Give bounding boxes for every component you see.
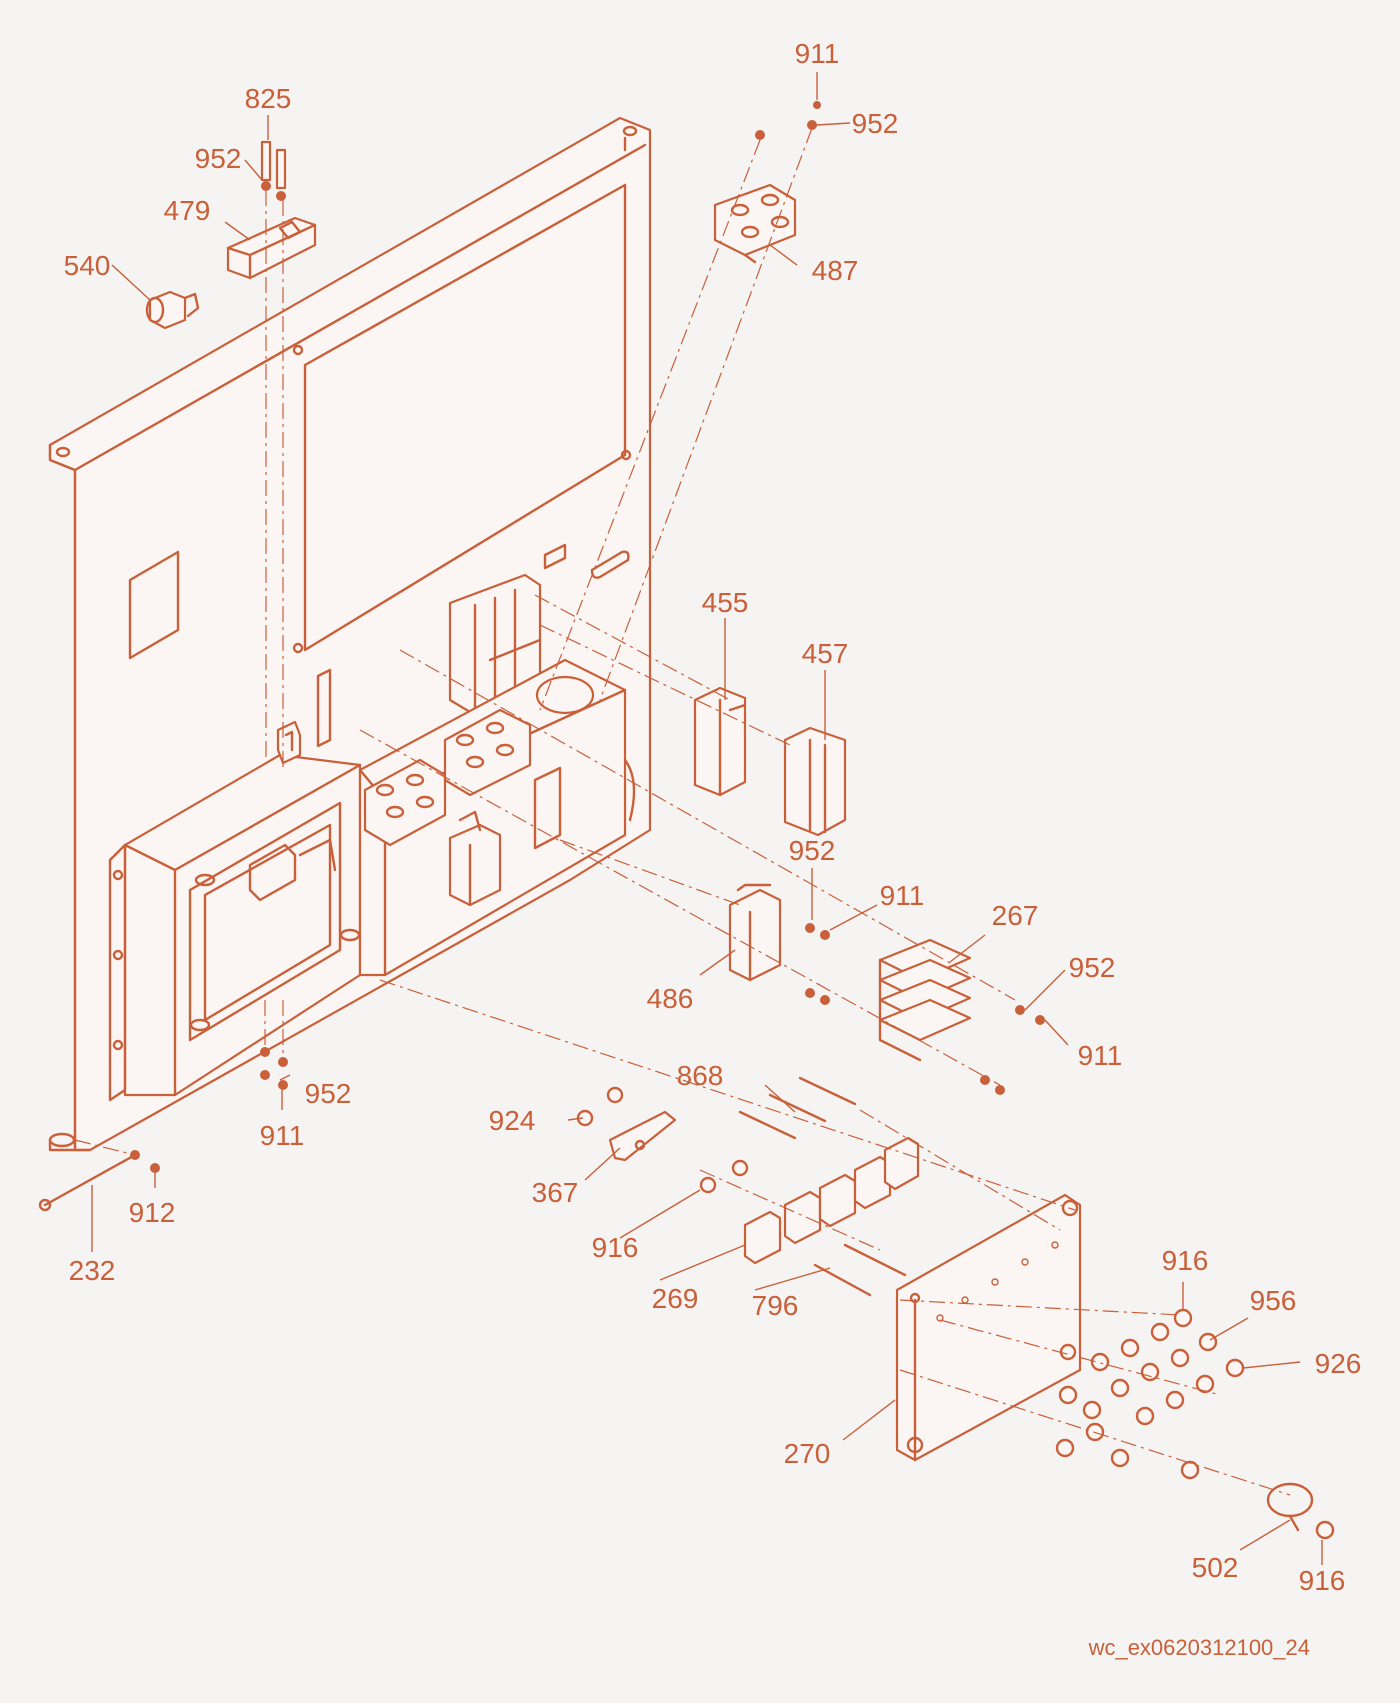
part-457-breaker [783,726,847,837]
enclosure-left [108,753,362,1102]
callout-502: 502 [1192,1552,1239,1583]
callout-952-top: 952 [852,108,899,139]
callout-270: 270 [784,1438,831,1469]
receptacle-left [363,758,447,847]
callout-486: 486 [647,983,694,1014]
part-269-terminal-blocks [743,1136,920,1265]
callouts: 911 952 825 952 479 540 487 455 457 952 … [64,38,1362,1596]
callout-911-mid: 911 [880,880,925,911]
part-267-heatsink [878,938,972,1062]
callout-952-right: 952 [1069,952,1116,983]
part-232-rod [38,1150,160,1212]
loose-hardware [260,923,1045,1194]
callout-540: 540 [64,250,111,281]
part-367-plate [608,1110,677,1162]
part-479-bracket [226,216,317,280]
callout-267: 267 [992,900,1039,931]
callout-952-mid: 952 [789,835,836,866]
callout-269: 269 [652,1283,699,1314]
callout-916-left: 916 [592,1232,639,1263]
part-502-cable-clamp [1266,1482,1335,1540]
callout-868: 868 [677,1060,724,1091]
callout-956: 956 [1250,1285,1297,1316]
part-486-relay [728,883,782,982]
callout-926: 926 [1315,1348,1362,1379]
part-455-breaker [693,686,747,797]
callout-457: 457 [802,638,849,669]
callout-911-right: 911 [1078,1040,1123,1071]
leader-lines [91,72,1323,1565]
drawing-reference-code: wc_ex0620312100_24 [1088,1635,1310,1660]
callout-796: 796 [752,1290,799,1321]
callout-825: 825 [245,83,292,114]
receptacle-right [443,708,532,797]
callout-479: 479 [164,195,211,226]
callout-952-left: 952 [195,143,242,174]
callout-232: 232 [69,1255,116,1286]
alignment-lines [74,127,1291,1496]
part-825-screws [260,140,287,201]
part-868-screws [738,1076,857,1140]
callout-916-right: 916 [1162,1245,1209,1276]
callout-367: 367 [532,1177,579,1208]
terminal-bracket [276,720,302,765]
callout-487: 487 [812,255,859,286]
enclosure-right [358,658,636,977]
callout-455: 455 [702,587,749,618]
callout-924: 924 [489,1105,536,1136]
callout-912: 912 [129,1197,176,1228]
part-796-rods [813,1243,907,1297]
part-540-cable-gland [145,290,200,330]
nuts-grid [1055,1308,1245,1480]
part-270-terminal-board [895,1193,1082,1462]
callout-916-bottom: 916 [1299,1565,1346,1596]
relay-on-box [448,810,502,907]
callout-911-bottom: 911 [260,1120,305,1151]
part-487-receptacle [713,101,821,264]
callout-911-top: 911 [795,38,840,69]
callout-952-bottom: 952 [305,1078,352,1109]
